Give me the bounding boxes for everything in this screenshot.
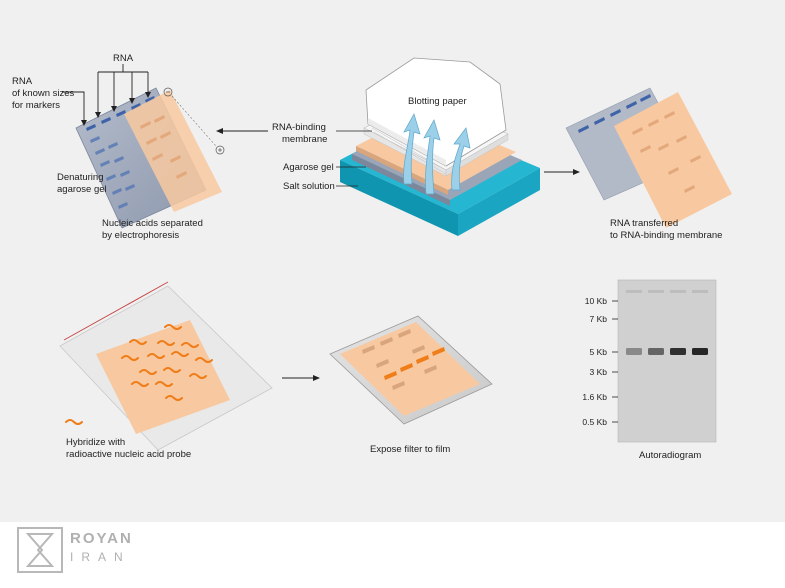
autoradiogram-tick-marks xyxy=(612,300,618,423)
rna-binding-membrane-label: RNA-binding membrane xyxy=(272,122,329,145)
rna-binding-membrane-line-1: RNA-binding xyxy=(272,122,326,133)
royan-iran-logo xyxy=(17,527,63,573)
blotting-paper xyxy=(365,57,507,175)
tick-label-5kb: 5 Kb xyxy=(590,347,608,357)
tick-label-0-5kb: 0.5 Kb xyxy=(582,417,607,427)
rna-markers-line-3: for markers xyxy=(12,100,60,111)
logo-text-royan: ROYAN xyxy=(70,530,133,547)
membrane-overlay-bands xyxy=(140,115,187,179)
expose-label: Expose filter to film xyxy=(370,444,450,455)
transfer-membrane xyxy=(614,92,732,228)
separated-line-1: Nucleic acids separated xyxy=(102,218,203,229)
capillary-flow-arrows xyxy=(403,113,471,195)
arrow-right-icon xyxy=(313,375,320,381)
transferred-label: RNA transferred to RNA-binding membrane xyxy=(610,218,722,241)
tick-label-1-6kb: 1.6 Kb xyxy=(582,392,607,402)
arrow-left-icon xyxy=(216,128,223,134)
minus-electrode-icon xyxy=(163,87,173,97)
rna-label: RNA xyxy=(113,53,134,64)
autoradiogram-band-lane-4 xyxy=(692,348,708,355)
hybridize-line-1: Hybridize with xyxy=(66,437,125,448)
transfer-gel-wells xyxy=(578,94,651,133)
rna-pointer-arrowheads xyxy=(81,92,151,126)
hybridization-bag-group xyxy=(59,281,273,451)
stack-pointer-lines xyxy=(336,130,372,187)
rna-markers-line-2: of known sizes xyxy=(12,88,75,99)
transferred-line-2: to RNA-binding membrane xyxy=(610,230,722,241)
hybridization-membrane xyxy=(96,320,230,434)
autoradiogram-bands xyxy=(626,348,708,355)
marker-bands xyxy=(90,136,135,209)
probe-legend-icon xyxy=(65,419,83,425)
film-signal-bands xyxy=(384,347,445,380)
autoradiogram-wells xyxy=(626,290,708,293)
blotting-stack-group xyxy=(340,57,540,236)
autoradiogram-band-lane-2 xyxy=(648,348,664,355)
autoradiogram-band-lane-3 xyxy=(670,348,686,355)
transfer-result-group xyxy=(565,87,732,228)
blotting-paper-label: Blotting paper xyxy=(408,96,467,107)
separated-line-2: by electrophoresis xyxy=(102,230,179,241)
hybridize-line-2: radioactive nucleic acid probe xyxy=(66,449,191,460)
separated-membrane-overlay xyxy=(124,90,222,212)
northern-blot-diagram: RNA RNA of known sizes for markers Denat… xyxy=(12,53,732,461)
agarose-gel-label: Agarose gel xyxy=(283,162,334,173)
rna-markers-label: RNA of known sizes for markers xyxy=(12,76,77,111)
hybridize-label: Hybridize with radioactive nucleic acid … xyxy=(66,437,191,460)
film-membrane xyxy=(340,322,480,416)
arrow-right-icon xyxy=(573,169,580,175)
logo-text-iran: IRAN xyxy=(70,550,131,564)
plus-electrode-icon xyxy=(215,145,225,155)
denaturing-gel-line-1: Denaturing xyxy=(57,172,103,183)
rna-pointer-lines xyxy=(62,64,149,122)
tick-label-7kb: 7 Kb xyxy=(590,314,608,324)
transfer-membrane-bands xyxy=(632,111,701,193)
film-exposure-group xyxy=(329,315,493,425)
electrophoresis-gel-group xyxy=(62,64,225,229)
tick-label-3kb: 3 Kb xyxy=(590,367,608,377)
autoradiogram-band-lane-1 xyxy=(626,348,642,355)
autoradiogram-tick-labels: 10 Kb 7 Kb 5 Kb 3 Kb 1.6 Kb 0.5 Kb xyxy=(582,296,607,427)
rna-markers-line-1: RNA xyxy=(12,76,33,87)
probe-squiggles xyxy=(121,324,213,401)
separated-label: Nucleic acids separated by electrophores… xyxy=(102,218,206,241)
tick-label-10kb: 10 Kb xyxy=(585,296,607,306)
denaturing-gel-label: Denaturing agarose gel xyxy=(57,172,107,195)
autoradiogram-film xyxy=(617,279,717,443)
denaturing-gel-line-2: agarose gel xyxy=(57,184,107,195)
autoradiogram-group xyxy=(612,279,717,443)
autoradiogram-label: Autoradiogram xyxy=(639,450,701,461)
rna-binding-membrane-line-2: membrane xyxy=(282,134,327,145)
salt-solution-label: Salt solution xyxy=(283,181,335,192)
film-faint-bands xyxy=(362,329,437,390)
gel-wells xyxy=(86,96,155,131)
transferred-line-1: RNA transferred xyxy=(610,218,678,229)
